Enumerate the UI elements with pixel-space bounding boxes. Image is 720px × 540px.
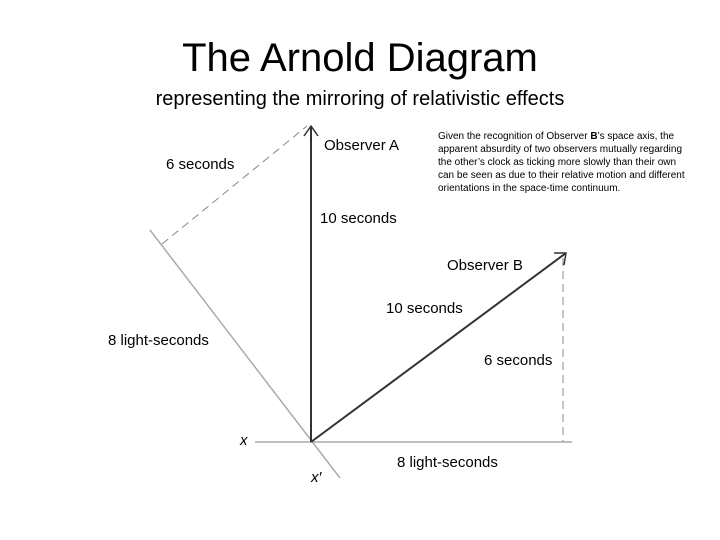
slide-title: The Arnold Diagram: [182, 36, 538, 80]
six-seconds-right-label: 6 seconds: [484, 352, 553, 369]
eight-light-seconds-bottom-label: 8 light-seconds: [397, 454, 498, 471]
observer-b-arrowhead-icon: [554, 252, 567, 266]
note-text-before: Given the recognition of Observer: [438, 131, 591, 142]
observer-a-arrowhead-icon: [303, 124, 319, 137]
dashed-projection-a: [161, 125, 308, 245]
x-prime-axis-label: x′: [311, 469, 322, 486]
x-prime-axis-line: [149, 229, 341, 479]
observer-b-time-label: 10 seconds: [386, 300, 463, 317]
observer-b-label: Observer B: [447, 257, 523, 274]
observer-a-time-label: 10 seconds: [320, 210, 397, 227]
observer-b-worldline: [310, 252, 567, 443]
explanatory-note: Given the recognition of Observer B’s sp…: [438, 130, 688, 195]
x-axis-label: x: [240, 432, 248, 449]
eight-light-seconds-left-label: 8 light-seconds: [108, 332, 209, 349]
note-text-after: ’s space axis, the apparent absurdity of…: [438, 131, 685, 194]
slide-subtitle: representing the mirroring of relativist…: [155, 88, 565, 110]
note-text-bold: B: [590, 131, 598, 142]
six-seconds-left-label: 6 seconds: [166, 156, 235, 173]
observer-a-label: Observer A: [324, 137, 400, 154]
